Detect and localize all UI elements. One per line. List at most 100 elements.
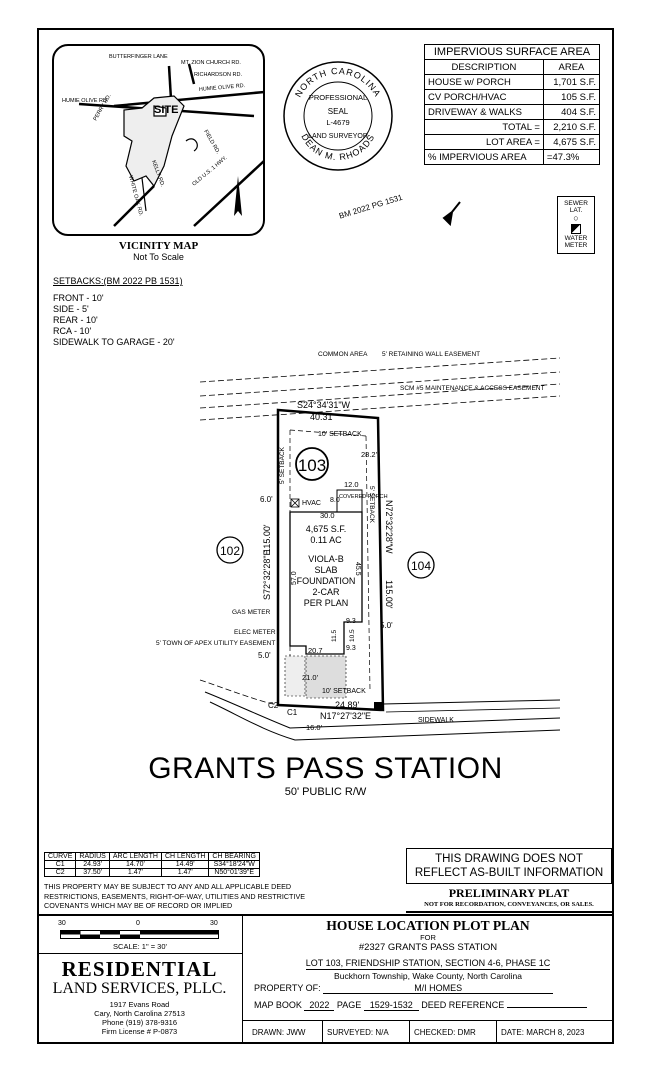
title-block-divider [242, 1020, 614, 1021]
table-cell: N50°01'39"E [208, 868, 260, 877]
company-phone: Phone (919) 378-9316 [101, 1018, 178, 1027]
scale-tick: 30 [210, 920, 218, 927]
street-row: 50' PUBLIC R/W [284, 786, 367, 798]
dimension-label: 10.5 [349, 629, 356, 642]
table-cell: 2,210 S.F. [542, 119, 601, 135]
table-cell: 4,675 S.F. [542, 134, 601, 150]
company-license: Firm License # P-0873 [101, 1027, 178, 1036]
table-cell: 24.93' [75, 860, 110, 869]
drawn-by: DRAWN: JWW [242, 1021, 323, 1044]
plan-township: Buckhorn Township, Wake County, North Ca… [334, 971, 522, 981]
distance-label: 115.00' [384, 580, 394, 609]
table-cell: 14.49' [160, 860, 210, 869]
utility-legend: SEWER LAT. ○ WATER METER [557, 196, 595, 254]
table-cell: 105 S.F. [542, 89, 601, 105]
street-name: GRANTS PASS STATION [148, 752, 503, 785]
sewer-icon: ○ [573, 213, 579, 223]
table-cell: =47.3% [542, 149, 601, 165]
mapbook-value: 2022 [304, 1000, 335, 1011]
scale-bar [60, 930, 219, 939]
plan-address: #2327 GRANTS PASS STATION [358, 942, 498, 953]
road-label: HUMIE OLIVE RD. [62, 98, 109, 104]
curve-label: C2 [268, 701, 279, 710]
seal-line: SEAL [328, 107, 349, 116]
footer-row: DRAWN: JWW SURVEYED: N/A CHECKED: DMR DA… [242, 1021, 614, 1044]
property-label: PROPERTY OF: [254, 983, 321, 993]
dimension-label: 8.0 [330, 497, 340, 504]
legend-label: WATER METER [564, 235, 588, 249]
curve-label: C1 [287, 708, 298, 717]
easement-label: 5' TOWN OF APEX UTILITY EASEMENT [156, 640, 275, 647]
dimension-label: 30.0 [320, 511, 335, 520]
dimension-label: 5.0' [380, 621, 393, 630]
distance-label: 24.89' [335, 700, 360, 710]
table-cell: DRIVEWAY & WALKS [424, 104, 544, 120]
column-header: AREA [542, 59, 601, 75]
plot-label: SCM #5 MAINTENANCE & ACCESS EASEMENT [400, 385, 545, 392]
company-name: LAND SERVICES, PLLC. [52, 980, 227, 997]
dimension-label: 9.3 [346, 618, 356, 625]
table-cell: C2 [43, 868, 77, 877]
meter-label: GAS METER [232, 609, 271, 616]
water-meter-icon [374, 702, 382, 710]
house-label: 2-CAR [312, 587, 340, 597]
title-block-divider [242, 914, 243, 1044]
vicinity-map-drawing: SITE BUTTERFINGER LANE MT. ZION CHURCH R… [62, 54, 263, 227]
column-header: DESCRIPTION [424, 59, 544, 75]
seal-line: LAND SURVEYOR [308, 133, 368, 140]
deed-value [506, 1007, 587, 1008]
table-cell: 404 S.F. [542, 104, 601, 120]
property-note: THIS PROPERTY MAY BE SUBJECT TO ANY AND … [44, 882, 306, 910]
house-label: PER PLAN [304, 598, 349, 608]
scale-tick: 0 [136, 920, 140, 927]
setback-label: 10' SETBACK [322, 688, 366, 695]
porch-label: COVERED PORCH [339, 494, 388, 500]
dimension-label: 9.3 [346, 645, 356, 652]
as-built-disclaimer: THIS DRAWING DOES NOT REFLECT AS-BUILT I… [406, 848, 612, 884]
road-label: RICHARDSON RD. [194, 72, 242, 78]
road-label: OLD U.S. 1 HWY. [191, 155, 228, 188]
bearing-label: N72°32'28"W [384, 500, 394, 554]
dimension-label: 20.7 [308, 646, 323, 655]
setback-item: REAR - 10' [53, 315, 98, 325]
curve-table: CURVE RADIUS ARC LENGTH CH LENGTH CH BEA… [43, 852, 260, 877]
disclaimer-line: REFLECT AS-BUILT INFORMATION [414, 867, 604, 879]
road-label: HUMIE OLIVE RD. [199, 83, 246, 93]
distance-label: 115.00' [262, 524, 272, 553]
hvac-label: HVAC [302, 500, 321, 507]
table-title: IMPERVIOUS SURFACE AREA [424, 44, 600, 60]
column-header: CURVE [43, 852, 77, 861]
setback-item: SIDE - 5' [53, 304, 89, 314]
lot-area-ac: 0.11 AC [310, 535, 342, 545]
setbacks-heading: SETBACKS:(BM 2022 PB 1531) [53, 276, 183, 286]
north-arrow-icon [234, 176, 242, 216]
road-label: FIELD RD. [202, 129, 221, 155]
disclaimer-line: THIS DRAWING DOES NOT [435, 853, 583, 865]
preliminary-title: PRELIMINARY PLAT [448, 886, 570, 900]
page-value: 1529-1532 [363, 1000, 419, 1011]
table-cell: LOT AREA = [424, 134, 544, 150]
adjacent-lot-number: 104 [411, 559, 431, 573]
dimension-label: 6.0' [260, 495, 273, 504]
meter-label: ELEC METER [234, 629, 276, 636]
dimension-label: 5.0' [258, 651, 271, 660]
table-cell: C1 [43, 860, 77, 869]
column-header: ARC LENGTH [108, 852, 162, 861]
company-address: Cary, North Carolina 27513 [94, 1009, 185, 1018]
bearing-label: S72°32'28"E [262, 549, 272, 600]
drawing-date: DATE: MARCH 8, 2023 [501, 1028, 585, 1037]
house-label: SLAB [314, 565, 337, 575]
setback-label: 5' SETBACK [279, 446, 286, 484]
legend-label: SEWER LAT. [564, 200, 588, 214]
column-header: CH BEARING [208, 852, 260, 861]
seal-line: L-4679 [326, 118, 349, 127]
vicinity-map: SITE BUTTERFINGER LANE MT. ZION CHURCH R… [52, 44, 265, 236]
seal-line: PROFESSIONAL [309, 93, 367, 102]
bearing-label: N17°27'32"E [320, 711, 371, 721]
property-value: M/I HOMES [323, 983, 554, 994]
dimension-label: 16.0' [306, 723, 323, 732]
checked-by: CHECKED: DMR [410, 1021, 497, 1044]
sidewalk-label: SIDEWALK [418, 717, 454, 724]
setback-item: RCA - 10' [53, 326, 92, 336]
dimension-label: 21.0' [302, 673, 319, 682]
